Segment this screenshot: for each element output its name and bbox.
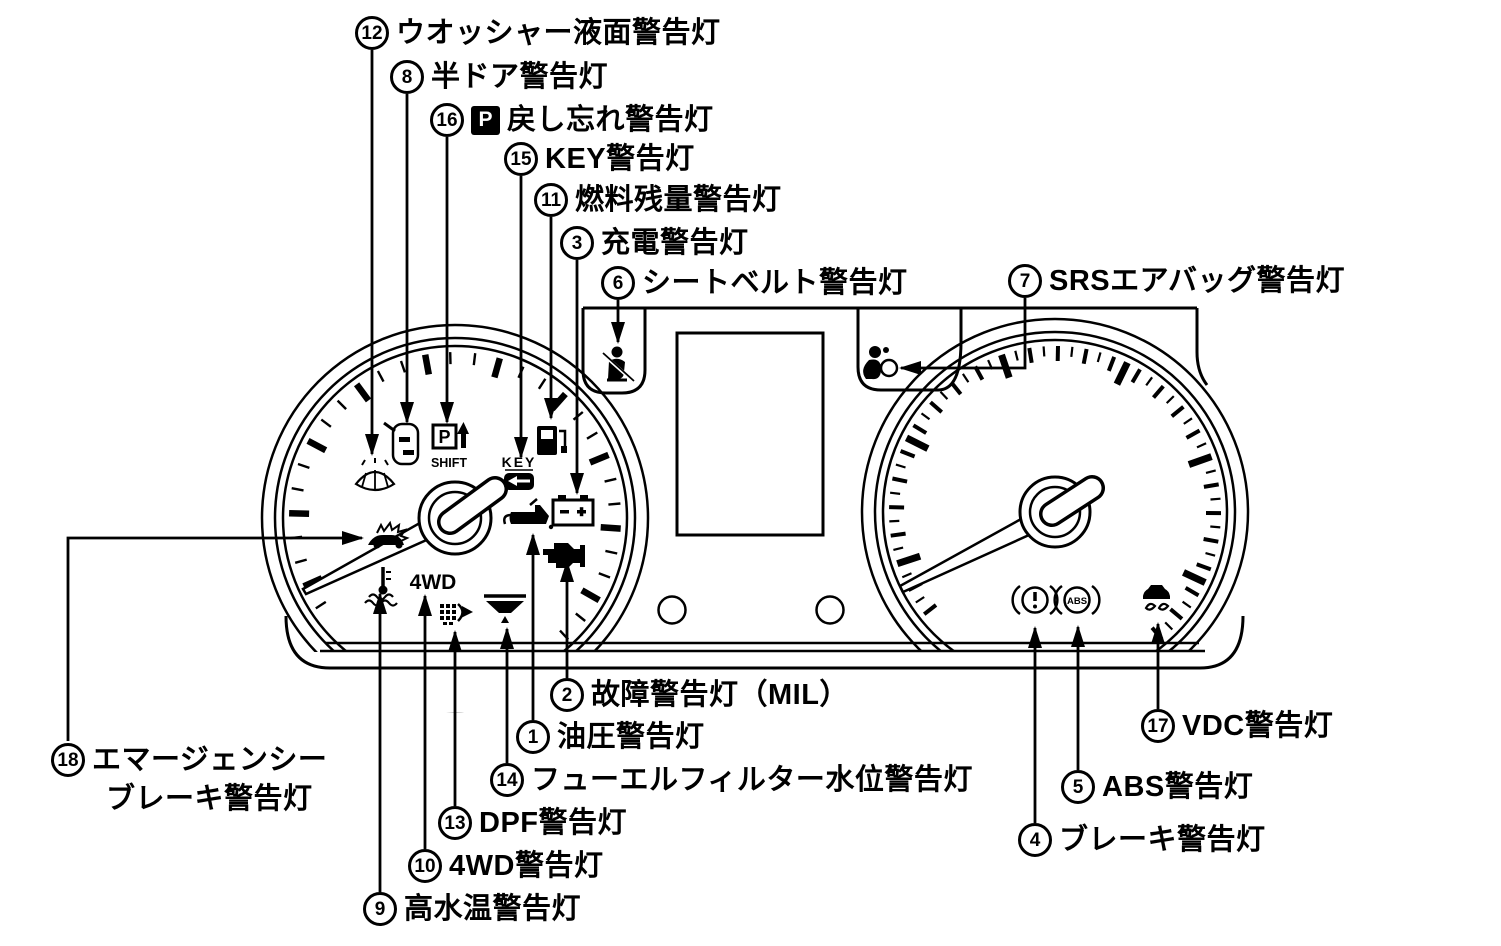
leader-7 [899,298,1027,375]
warning-light-icons: P SHIFT KEY [354,346,1170,625]
left-gauge [260,323,650,713]
label-text: 高水温警告灯 [404,893,582,925]
label-abs: 5 ABS警告灯 [1061,770,1253,805]
svg-text:KEY: KEY [502,454,537,470]
cluster-housing [284,306,1245,670]
label-text: 4WD警告灯 [449,850,604,882]
label-number: 7 [1008,264,1042,299]
leader-lines [66,50,1165,892]
door-ajar-icon [383,421,420,466]
label-high-coolant-temp: 9 高水温警告灯 [363,892,581,927]
four-wd-text: 4WD [410,571,457,594]
label-text: フューエルフィルター水位警告灯 [531,764,973,796]
label-number: 1 [516,720,550,755]
label-number: 13 [438,806,472,841]
label-text: DPF警告灯 [479,807,628,839]
label-text-line1: エマージェンシー [92,744,328,776]
label-number: 8 [390,60,424,95]
dpf-icon [440,603,473,625]
label-text: ブレーキ警告灯 [1059,824,1266,856]
label-mil: 2 故障警告灯（MIL） [550,678,849,713]
label-number: 12 [355,16,389,51]
label-emergency-brake: 18 エマージェンシー ブレーキ警告灯 [51,741,327,819]
emergency-brake-icon [368,520,410,549]
battery-charge-icon [551,495,595,527]
label-number: 11 [534,183,568,218]
brake-warning-icon [1011,584,1059,616]
vdc-warning-icon [1143,585,1170,611]
label-number: 18 [51,743,85,777]
label-number: 6 [601,266,635,301]
label-srs-airbag: 7 SRSエアバッグ警告灯 [1008,264,1345,299]
leader-18 [66,531,364,741]
label-number: 16 [430,103,464,138]
label-fuel-filter: 14 フューエルフィルター水位警告灯 [490,763,973,798]
label-number: 4 [1018,823,1052,858]
label-text: VDC警告灯 [1182,710,1334,742]
svg-text:P: P [438,427,450,447]
label-number: 2 [550,678,584,713]
label-text: 故障警告灯（MIL） [591,679,849,711]
oil-pressure-icon [503,498,554,530]
svg-text:SHIFT: SHIFT [431,456,467,470]
label-oil-pressure: 1 油圧警告灯 [516,720,705,755]
center-display [675,331,825,537]
label-number: 15 [504,142,538,177]
washer-fluid-icon [354,458,396,492]
label-text: エマージェンシー ブレーキ警告灯 [92,741,327,819]
label-number: 5 [1061,770,1095,805]
label-fuel-level: 11 燃料残量警告灯 [534,183,782,218]
label-text: 油圧警告灯 [557,721,705,753]
fuel-filter-water-icon [484,594,526,623]
seatbelt-icon [602,346,635,382]
label-text: ウオッシャー液面警告灯 [396,17,721,49]
srs-airbag-icon [863,346,899,380]
right-knob [815,595,845,625]
label-key: 15 KEY警告灯 [504,142,695,177]
label-p-shift: 16 P 戻し忘れ警告灯 [430,103,714,138]
left-knob [657,595,687,625]
fuel-level-icon [537,426,567,455]
svg-text:ABS: ABS [1067,596,1087,607]
abs-warning-icon: ABS [1053,584,1101,616]
label-dpf: 13 DPF警告灯 [438,806,627,841]
key-icon: KEY [502,454,537,490]
label-text-line2: ブレーキ警告灯 [106,783,313,816]
label-vdc: 17 VDC警告灯 [1141,709,1333,744]
label-door-ajar: 8 半ドア警告灯 [390,60,608,95]
label-text: SRSエアバッグ警告灯 [1049,265,1345,297]
label-number: 3 [560,226,594,261]
right-gauge [860,317,1250,707]
label-number: 9 [363,892,397,927]
label-seatbelt: 6 シートベルト警告灯 [601,266,908,301]
engine-mil-icon [543,543,585,568]
label-washer-fluid: 12 ウオッシャー液面警告灯 [355,16,721,51]
label-text: 戻し忘れ警告灯 [507,104,714,136]
p-shift-icon: P SHIFT [431,422,469,470]
label-number: 14 [490,763,524,798]
label-text: 燃料残量警告灯 [575,184,782,216]
p-badge-icon: P [471,105,500,135]
label-4wd: 10 4WD警告灯 [408,849,603,884]
label-text: 充電警告灯 [601,227,749,259]
label-text: ABS警告灯 [1102,771,1254,803]
label-number: 17 [1141,709,1175,744]
label-text: 半ドア警告灯 [431,61,609,93]
label-text: KEY警告灯 [545,143,695,175]
label-brake: 4 ブレーキ警告灯 [1018,823,1266,858]
label-text: シートベルト警告灯 [642,267,908,299]
label-number: 10 [408,849,442,884]
label-charge: 3 充電警告灯 [560,226,749,261]
